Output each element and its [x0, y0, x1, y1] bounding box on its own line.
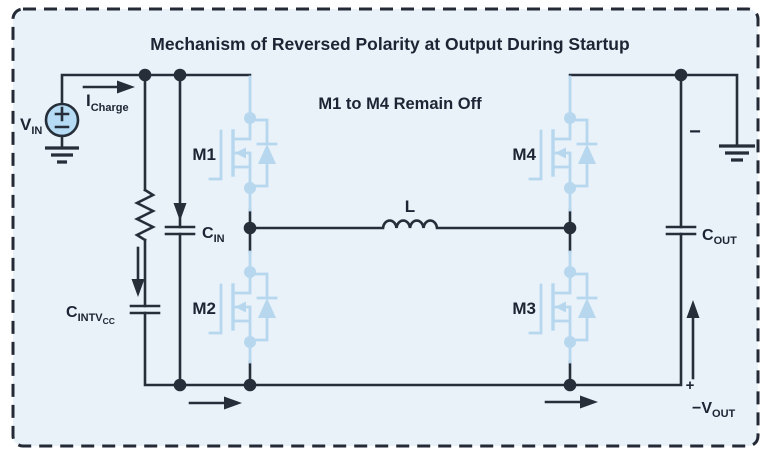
- bottom-right-current-arrow-icon: [544, 395, 598, 409]
- ground-icon-right: [719, 144, 755, 162]
- startup-note: M1 to M4 Remain Off: [318, 95, 482, 113]
- cin-label: CIN: [202, 225, 225, 245]
- top-rail-right: [568, 73, 739, 148]
- cout-capacitor-icon: [665, 225, 697, 236]
- cout-label: COUT: [702, 227, 737, 247]
- vin-label: VIN: [20, 115, 42, 137]
- device-connectors: [248, 75, 572, 364]
- bottom-left-current-arrow-icon: [188, 396, 242, 410]
- cin-current-arrow-icon: [173, 203, 187, 221]
- inductor-rail: [248, 219, 572, 230]
- top-rail-left: [60, 73, 252, 106]
- cintvcc-current-arrow-icon: [131, 246, 145, 297]
- m1-label: M1: [192, 145, 216, 164]
- m4-label: M4: [512, 145, 536, 164]
- icharge-arrow-icon: [82, 80, 135, 94]
- output-plus-label: +: [686, 377, 695, 394]
- current-arrows: [82, 80, 700, 410]
- ground-icon-left: [45, 146, 79, 164]
- resistor-icon: [134, 188, 156, 242]
- vout-label: −VOUT: [692, 400, 736, 420]
- junction-dots: [138, 68, 688, 392]
- page-title: Mechanism of Reversed Polarity at Output…: [150, 34, 629, 54]
- cout-current-arrow-icon: [686, 300, 700, 380]
- bottom-rail: [143, 232, 683, 387]
- vin-source-icon: [44, 102, 80, 164]
- inductor-label: L: [405, 197, 415, 216]
- cintvcc-label: CINTVCC: [66, 304, 115, 326]
- output-top-minus-label: −: [689, 121, 701, 143]
- icharge-label: ICharge: [86, 91, 129, 114]
- m2-label: M2: [192, 299, 216, 318]
- m3-label: M3: [512, 299, 536, 318]
